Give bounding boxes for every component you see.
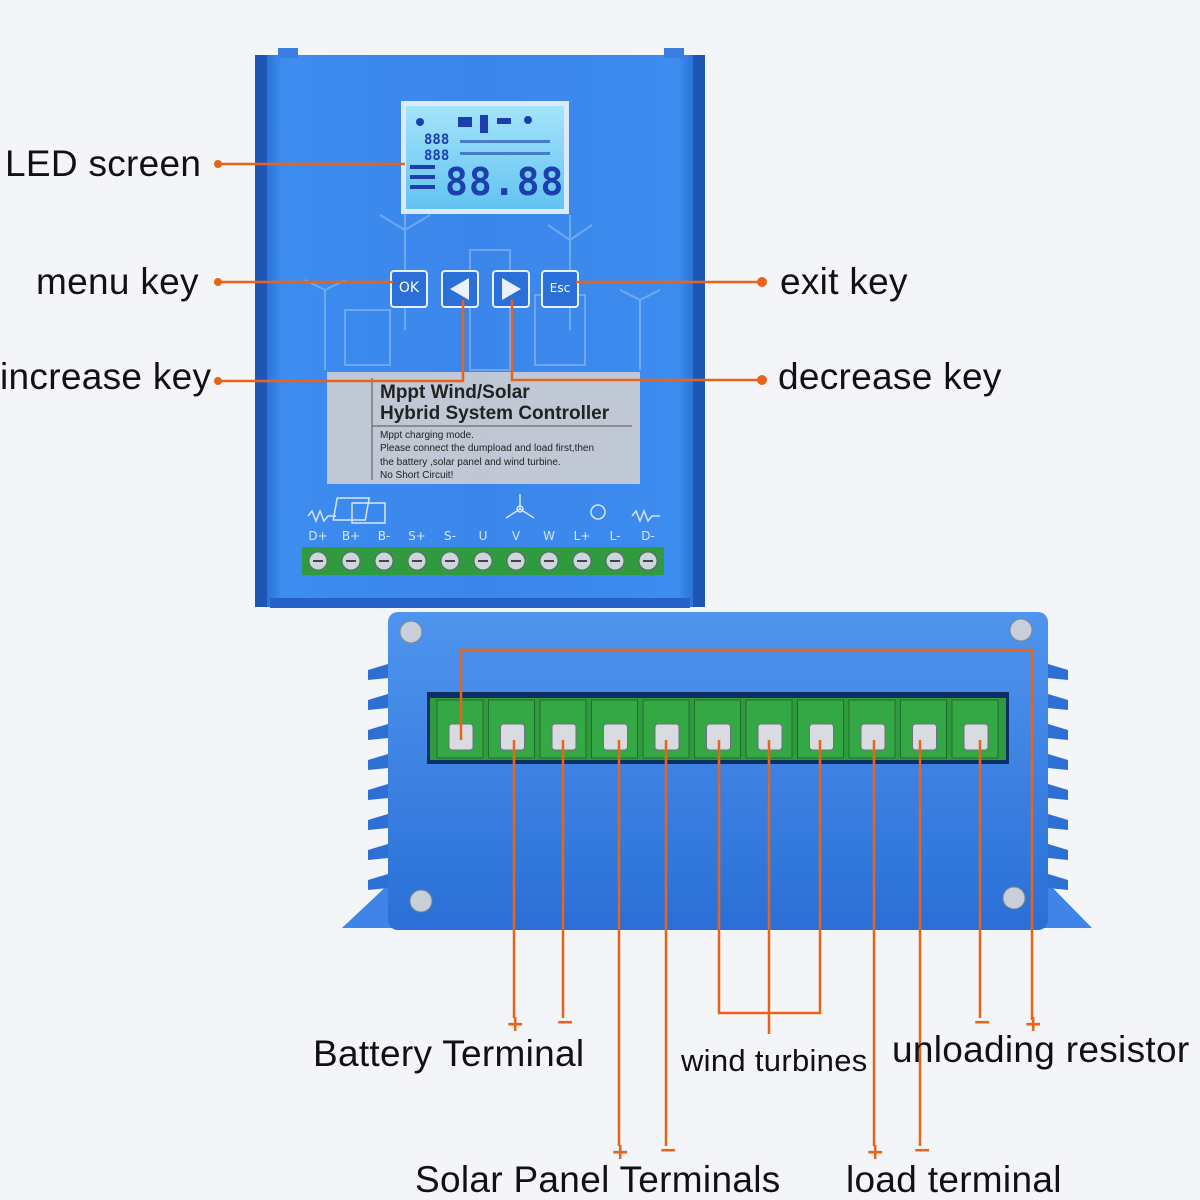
left-fin xyxy=(255,55,267,607)
label-solar-panel-terminals: Solar Panel Terminals xyxy=(415,1159,781,1200)
cooling-fins xyxy=(368,664,1068,890)
left-fin xyxy=(368,754,388,770)
solar-minus-sign: − xyxy=(659,1138,678,1163)
left-fin xyxy=(368,844,388,860)
front-keypad xyxy=(390,270,579,308)
left-arrow-icon xyxy=(450,278,469,300)
side-terminal-post xyxy=(912,723,937,751)
terminal-label: L+ xyxy=(573,529,591,543)
side-terminal-post xyxy=(809,723,834,751)
controller-side-view xyxy=(342,612,1092,930)
callout-menu-key: menu key xyxy=(36,261,199,302)
controller-front-view xyxy=(255,48,705,608)
terminal-label: W xyxy=(543,529,555,543)
decorative-background-icon xyxy=(304,205,661,371)
bulb-icon xyxy=(590,504,606,520)
label-load-terminal: load terminal xyxy=(846,1159,1062,1200)
left-fin xyxy=(368,874,388,890)
unloading-minus-sign: − xyxy=(973,1010,992,1035)
right-fin xyxy=(1048,814,1068,830)
leader-unloading-plus xyxy=(459,648,1034,1020)
leader-increase-key xyxy=(218,300,465,383)
label-unloading-resistor: unloading resistor xyxy=(892,1029,1190,1070)
esc-key-label: Esc xyxy=(549,281,571,295)
side-terminal-post xyxy=(963,723,989,751)
callout-led-screen: LED screen xyxy=(5,143,202,184)
panel-note-line3: the battery ,solar panel and wind turbin… xyxy=(380,457,561,468)
left-fin xyxy=(368,664,388,680)
corner-screws xyxy=(399,618,1033,913)
solar-panel-icon xyxy=(332,497,371,521)
resistor-icon-2 xyxy=(631,508,660,524)
left-fin xyxy=(368,694,388,710)
left-fin xyxy=(368,784,388,800)
load-plus-sign: + xyxy=(866,1140,885,1165)
right-fin xyxy=(1048,724,1068,740)
terminal-icons-row xyxy=(307,494,660,524)
esc-key-button[interactable] xyxy=(541,270,579,308)
lcd-main-readout: 88.88 xyxy=(445,160,565,204)
left-fin xyxy=(368,724,388,740)
lcd-readout-2: 888 xyxy=(424,148,450,164)
terminal-label: D- xyxy=(641,529,655,543)
callout-exit-key: exit key xyxy=(780,261,908,302)
terminal-label: S+ xyxy=(408,529,426,543)
panel-note-line2: Please connect the dumpload and load fir… xyxy=(380,443,595,454)
side-terminal-post xyxy=(603,723,628,751)
label-wind-turbines: wind turbines xyxy=(681,1043,868,1078)
terminal-label: V xyxy=(511,529,521,543)
info-label-panel xyxy=(327,372,640,484)
terminal-label: D+ xyxy=(308,529,328,543)
terminal-label: S- xyxy=(444,529,456,543)
label-battery-terminal: Battery Terminal xyxy=(313,1033,585,1074)
panel-title-line1: Mppt Wind/Solar xyxy=(380,382,530,403)
load-minus-sign: − xyxy=(913,1138,932,1163)
lcd-icons xyxy=(410,115,550,189)
right-fin xyxy=(1048,664,1068,680)
front-terminal-screws xyxy=(308,551,658,571)
side-terminal-post xyxy=(500,723,525,751)
right-fin xyxy=(1048,754,1068,770)
panel-note-line4: No Short Circuit! xyxy=(380,470,454,481)
lcd-readout-1: 888 xyxy=(424,132,450,148)
ok-key-button[interactable] xyxy=(390,270,428,308)
callout-increase-key: increase key xyxy=(0,356,212,397)
terminal-label: U xyxy=(478,529,488,543)
right-fin xyxy=(1048,784,1068,800)
right-fin xyxy=(693,55,705,607)
left-fin xyxy=(368,814,388,830)
side-terminals xyxy=(436,699,999,759)
right-fin xyxy=(1048,874,1068,890)
right-fin xyxy=(1048,694,1068,710)
battery-plus-sign: + xyxy=(506,1012,525,1037)
unloading-plus-sign: + xyxy=(1024,1012,1043,1037)
right-arrow-icon xyxy=(502,278,521,300)
terminal-label: L- xyxy=(609,529,621,543)
panel-title-line2: Hybrid System Controller xyxy=(380,403,610,424)
battery-minus-sign: − xyxy=(556,1010,575,1035)
resistor-icon xyxy=(307,508,336,524)
leader-decrease-key xyxy=(510,300,762,382)
panel-note-line1: Mppt charging mode. xyxy=(380,430,474,441)
callout-decrease-key: decrease key xyxy=(778,356,1002,397)
leader-dots xyxy=(214,160,767,385)
right-fin xyxy=(1048,844,1068,860)
terminal-label: B- xyxy=(377,529,391,543)
solar-plus-sign: + xyxy=(611,1140,630,1165)
terminal-label: B+ xyxy=(341,529,361,543)
ok-key-label: OK xyxy=(398,280,420,296)
leader-lines xyxy=(218,162,1034,1146)
